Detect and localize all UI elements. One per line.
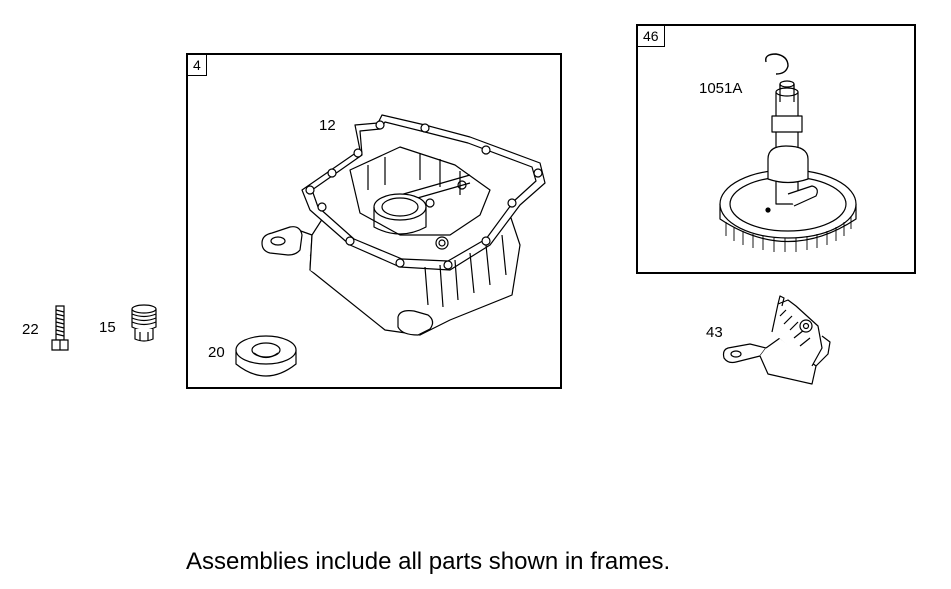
callout-12: 12 <box>319 117 336 134</box>
frame-number-4: 4 <box>188 55 207 76</box>
assemblies-caption: Assemblies include all parts shown in fr… <box>186 548 671 575</box>
frame-number-46: 46 <box>638 26 665 47</box>
linkage-part-illustration <box>720 295 835 388</box>
camshaft-part-illustration <box>716 53 861 254</box>
callout-1051a: 1051A <box>699 80 743 97</box>
bolt-part-illustration <box>48 304 72 356</box>
callout-15: 15 <box>99 319 116 336</box>
callout-43: 43 <box>706 324 723 341</box>
callout-22: 22 <box>22 321 39 338</box>
oil-seal-part-illustration <box>232 330 302 384</box>
plug-part-illustration <box>128 304 160 345</box>
callout-20: 20 <box>208 344 225 361</box>
sump-part-illustration <box>250 95 560 345</box>
